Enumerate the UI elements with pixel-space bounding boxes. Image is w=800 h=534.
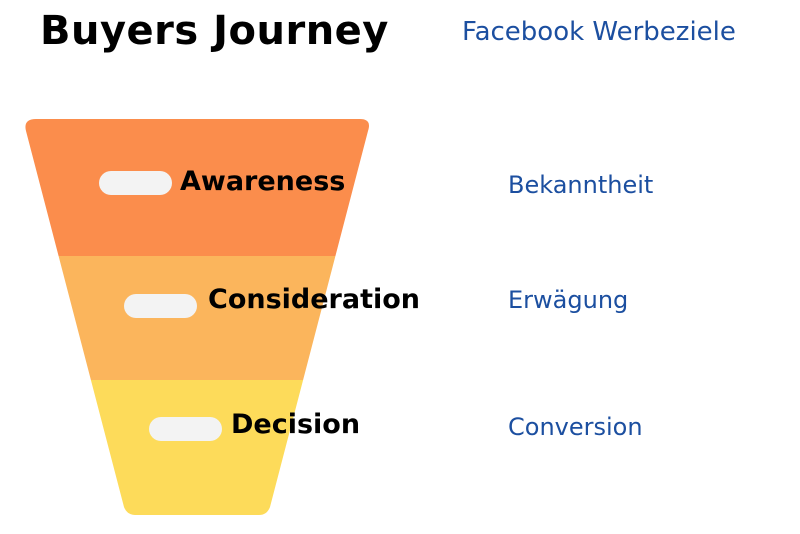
page-title: Buyers Journey (40, 8, 389, 54)
stage-label-decision: Decision (231, 409, 361, 440)
pill-consideration (124, 294, 197, 318)
goal-label-decision: Conversion (508, 413, 643, 441)
goal-label-consideration: Erwägung (508, 286, 629, 314)
goal-label-awareness: Bekanntheit (508, 171, 654, 199)
funnel-segment-awareness (25, 119, 369, 256)
pill-awareness (99, 171, 172, 195)
stage-label-awareness: Awareness (180, 166, 346, 197)
goals-heading: Facebook Werbeziele (462, 17, 736, 47)
funnel-segment-consideration (25, 256, 369, 380)
stage-label-consideration: Consideration (208, 284, 421, 315)
funnel-segment-decision (25, 380, 369, 515)
pill-decision (149, 417, 222, 441)
